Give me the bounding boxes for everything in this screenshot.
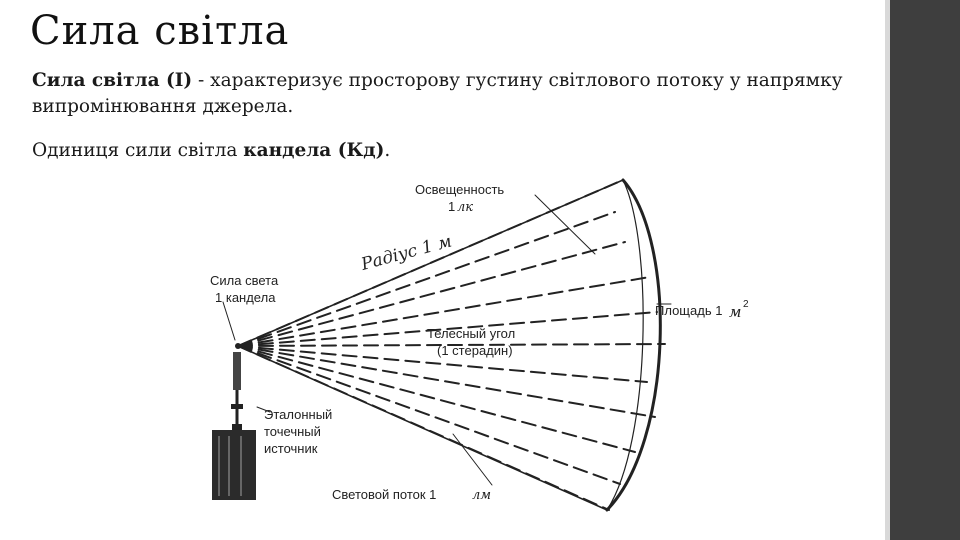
flux-label: Световой поток 1 (332, 487, 436, 502)
sidebar-edge (885, 0, 890, 540)
unit-name: кандела (Кд) (243, 140, 385, 161)
definition-paragraph: Сила світла (I) - характеризує просторов… (32, 68, 872, 120)
source-label-line1: Эталонный (264, 407, 332, 422)
intensity-label: Сила света (210, 273, 279, 288)
area-unit: м (729, 303, 741, 321)
unit-paragraph: Одиниця сили світла кандела (Кд). (32, 138, 872, 164)
point-source-lamp (212, 343, 256, 500)
luminous-intensity-diagram: Освещенность 1 лк Радіус 1 м Сила света … (210, 178, 749, 512)
sphere-area-patch (605, 178, 662, 512)
cone-outer-edge-bottom (237, 345, 608, 511)
right-sidebar-bar (890, 0, 960, 540)
area-label: Площадь 1 (655, 303, 722, 318)
slide-title: Сила світла (30, 8, 290, 54)
illuminance-unit: лк (457, 200, 473, 215)
unit-prefix: Одиниця сили світла (32, 140, 244, 161)
source-label-line2: точечный (264, 424, 321, 439)
flux-unit: лм (472, 488, 491, 503)
intensity-value: 1 кандела (215, 290, 276, 305)
unit-suffix: . (384, 140, 391, 161)
sphere-area-inner (606, 179, 644, 511)
cone-outer-edge-top (237, 179, 624, 347)
leader-lines (222, 194, 672, 486)
radius-label: Радіус 1 м (358, 231, 454, 275)
solid-angle-label: Телесный угол (427, 326, 515, 341)
definition-text: - характеризує просторову густину світло… (32, 70, 843, 117)
area-exponent: 2 (743, 299, 749, 310)
definition-term: Сила світла (I) (32, 70, 193, 91)
solid-angle-value: (1 стерадин) (437, 343, 513, 358)
illuminance-value: 1 (448, 199, 455, 214)
source-label-line3: источник (264, 441, 318, 456)
illuminance-label: Освещенность (415, 182, 504, 197)
